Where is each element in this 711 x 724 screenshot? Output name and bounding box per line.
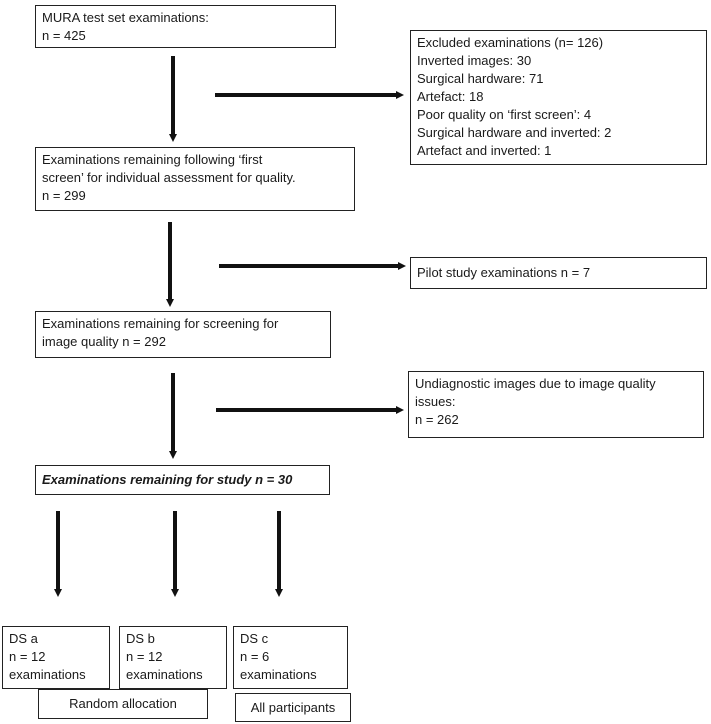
undiagnostic-line-2: issues:: [415, 394, 456, 409]
ds-a-unit: examinations: [9, 667, 86, 682]
ds-a-label: DS a: [9, 631, 38, 646]
screening-line-1: Examinations remaining for screening for: [42, 316, 279, 331]
excluded-poor-quality: Poor quality on ‘first screen’: 4: [417, 107, 592, 122]
excluded-surgical-inverted: Surgical hardware and inverted: 2: [417, 125, 612, 140]
screening-count: image quality n = 292: [42, 334, 166, 349]
undiagnostic-count: n = 262: [415, 412, 459, 427]
ds-b-count: n = 12: [126, 649, 163, 664]
random-allocation-box: Random allocation: [38, 689, 208, 719]
pilot-box: Pilot study examinations n = 7: [410, 257, 707, 289]
pilot-text: Pilot study examinations n = 7: [417, 265, 591, 280]
mura-test-set-label: MURA test set examinations:: [42, 10, 209, 25]
all-participants-text: All participants: [250, 700, 336, 715]
mura-test-set-box: MURA test set examinations: n = 425: [35, 5, 336, 48]
excluded-title: Excluded examinations (n= 126): [417, 35, 604, 50]
random-allocation-text: Random allocation: [69, 696, 177, 711]
ds-c-count: n = 6: [240, 649, 270, 664]
ds-b-box: DS b n = 12 examinations: [119, 626, 227, 689]
all-participants-box: All participants: [235, 693, 351, 722]
excluded-artefact: Artefact: 18: [417, 89, 484, 104]
ds-b-label: DS b: [126, 631, 155, 646]
ds-a-box: DS a n = 12 examinations: [2, 626, 110, 689]
undiagnostic-line-1: Undiagnostic images due to image quality: [415, 376, 656, 391]
ds-a-count: n = 12: [9, 649, 46, 664]
study-remaining-box: Examinations remaining for study n = 30: [35, 465, 330, 495]
screening-remaining-box: Examinations remaining for screening for…: [35, 311, 331, 358]
first-screen-line-2: screen’ for individual assessment for qu…: [42, 170, 296, 185]
ds-c-unit: examinations: [240, 667, 317, 682]
excluded-inverted: Inverted images: 30: [417, 53, 532, 68]
mura-test-set-count: n = 425: [42, 28, 86, 43]
first-screen-count: n = 299: [42, 188, 86, 203]
ds-c-label: DS c: [240, 631, 269, 646]
undiagnostic-box: Undiagnostic images due to image quality…: [408, 371, 704, 438]
excluded-box: Excluded examinations (n= 126) Inverted …: [410, 30, 707, 165]
first-screen-line-1: Examinations remaining following ‘first: [42, 152, 263, 167]
excluded-surgical-hardware: Surgical hardware: 71: [417, 71, 544, 86]
ds-b-unit: examinations: [126, 667, 203, 682]
ds-c-box: DS c n = 6 examinations: [233, 626, 348, 689]
study-remaining-text: Examinations remaining for study n = 30: [42, 472, 293, 487]
first-screen-remaining-box: Examinations remaining following ‘first …: [35, 147, 355, 211]
excluded-artefact-inverted: Artefact and inverted: 1: [417, 143, 552, 158]
